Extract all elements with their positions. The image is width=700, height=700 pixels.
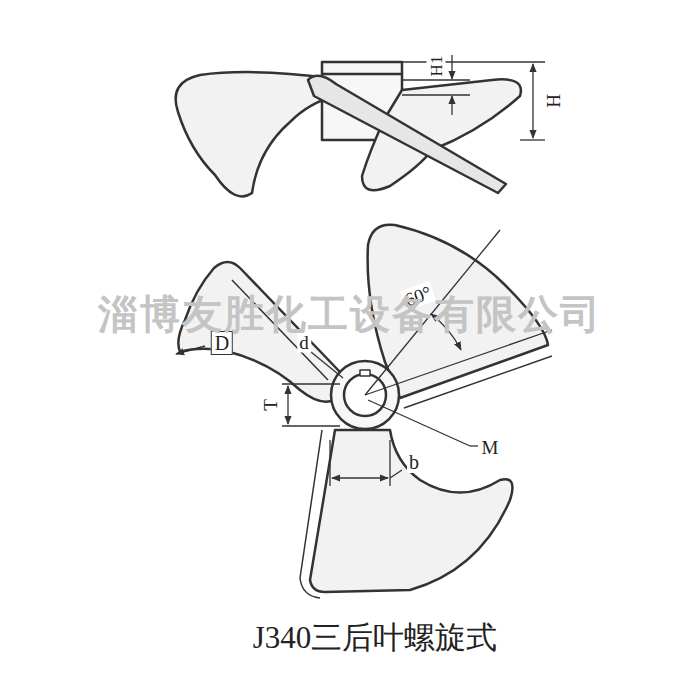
plan-dimensions: [176, 230, 552, 486]
dimension-label: b: [407, 451, 421, 473]
dimension-label: H: [543, 92, 564, 110]
caption: J340三后叶螺旋式: [253, 622, 498, 653]
dimension-label: M: [480, 437, 501, 458]
dimension-label: T: [260, 397, 281, 413]
plan-view-blades: [178, 225, 552, 598]
watermark: 淄博友胜化工设备有限公司: [98, 294, 602, 334]
dimension-label: H1: [427, 54, 446, 79]
dimension-label: D: [211, 331, 233, 355]
elevation-view: [176, 62, 521, 196]
elevation-dimensions: [402, 55, 545, 140]
dimension-label: d: [297, 332, 311, 353]
